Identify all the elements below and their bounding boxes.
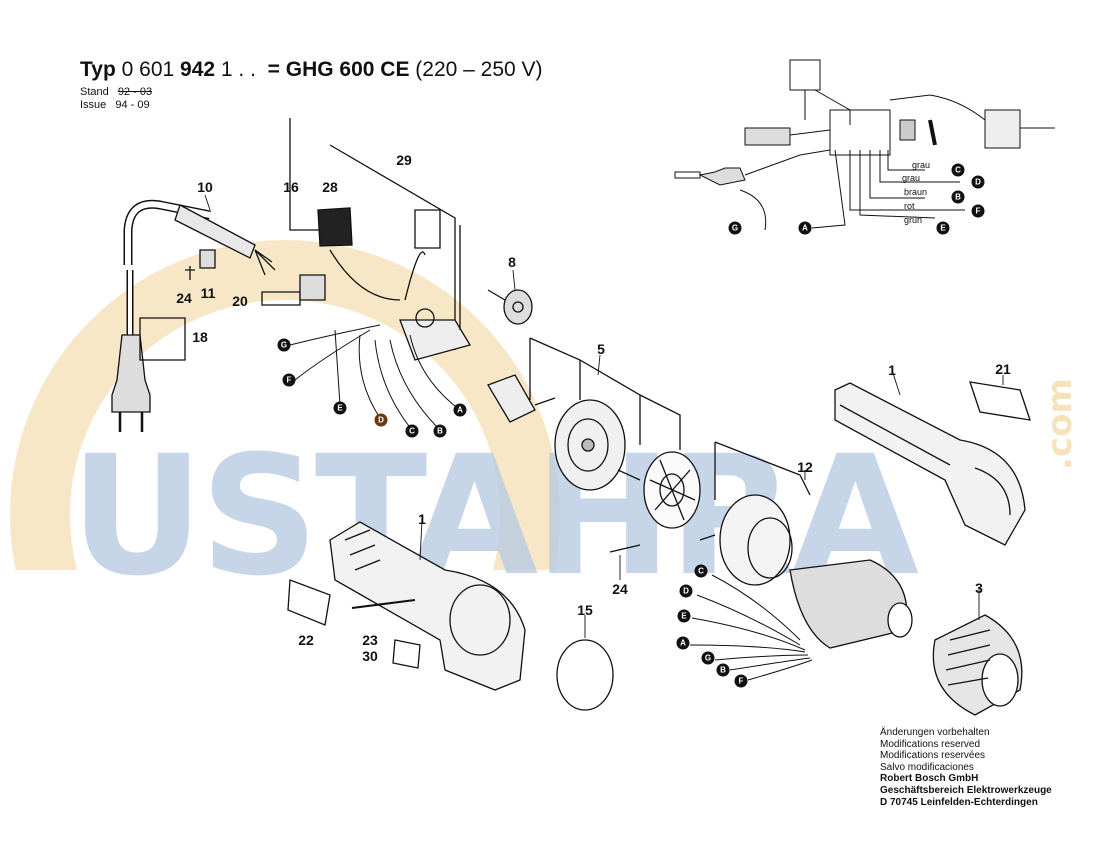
stand-label: Stand [80,86,109,98]
wire-label-gruen: grün [904,215,923,225]
nozzle-tube [789,559,913,649]
connector-c-left: C [405,424,419,438]
typ-prefix: Typ [80,58,116,81]
fan-wheel [487,289,533,325]
screw-23 [351,599,416,609]
revision-info: Stand 92 - 03 Issue 94 - 09 [80,86,152,112]
wire-label-grau-2: grau [902,173,921,183]
model-name: GHG 600 CE [285,58,410,81]
part-number-a: 0 601 [121,58,175,81]
part-label-30: 30 [362,648,378,664]
cord-clamp [185,249,216,280]
footer-line-de: Änderungen vorbehalten [880,727,990,738]
part-label-8: 8 [508,254,516,270]
part-label-11: 11 [200,285,216,301]
footer-company: Robert Bosch GmbH [880,773,979,785]
connector-b-left: B [433,424,447,438]
connector-e-top: E [936,221,950,235]
part-number-c: 1 . . [220,58,256,81]
part-label-10: 10 [197,179,213,195]
connector-f-left: F [282,373,296,387]
footer-line-es: Salvo modificaciones [880,761,974,773]
connector-a-left: A [453,403,467,417]
stand-value: 92 - 03 [117,86,153,98]
footer-line-en: Modifications reserved [880,738,981,750]
connector-b-top: B [951,190,965,204]
housing-half-right [834,382,1026,546]
part-label-15: 15 [577,602,593,618]
nozzle-cap [932,614,1023,716]
terminal-block [261,274,326,306]
connector-c-low: C [694,564,708,578]
part-label-1-right: 1 [888,362,896,378]
connector-g-top: G [728,221,742,235]
wire-label-rot: rot [904,201,915,211]
part-number-b: 942 [180,58,216,81]
connector-d-left: D [374,413,388,427]
part-label-1-left: 1 [418,511,426,527]
leader-lines [204,194,1004,638]
wire-label-grau-1: grau [912,160,931,170]
equals-sign: = [267,58,280,81]
part-label-29: 29 [396,152,412,168]
part-label-23: 23 [362,632,378,648]
connector-d-top: D [971,175,985,189]
connector-e-left: E [333,401,347,415]
part-label-20: 20 [232,293,248,309]
retaining-ring [556,639,614,711]
power-cord [123,199,276,340]
footer-line-fr: Modifications reservées [880,750,986,762]
connector-g-low: G [701,651,715,665]
part-label-18: 18 [192,329,208,345]
connector-f-low: F [734,674,748,688]
wire-label-braun: braun [904,187,928,197]
voltage-range: (220 – 250 V) [415,58,543,81]
part-label-5: 5 [597,341,605,357]
part-label-16: 16 [283,179,299,195]
heating-element-carrier [609,441,811,586]
connector-e-low: E [677,609,691,623]
issue-label: Issue [80,99,107,111]
plug [111,317,186,432]
motor [487,374,556,423]
part-label-28: 28 [322,179,338,195]
labels-22-30 [287,579,421,669]
fan-housing [554,399,641,491]
lower-wires [689,574,813,681]
connector-f-top: F [971,204,985,218]
left-wires [289,324,461,431]
part-5-bracket [529,337,681,450]
switch-assembly [289,118,471,361]
housing-half-left [329,521,526,691]
connector-a-low: A [676,636,690,650]
part-label-12: 12 [797,459,813,475]
part-label-21: 21 [995,361,1011,377]
connector-a-top: A [798,221,812,235]
page-title: Typ 0 601 942 1 . . = GHG 600 CE (220 – … [80,58,543,82]
part-label-24-top: 24 [176,290,192,306]
issue-value: 94 - 09 [115,99,150,111]
connector-c-top: C [951,163,965,177]
connector-d-low: D [679,584,693,598]
footer-address: D 70745 Leinfelden-Echterdingen [880,796,1038,808]
connector-b-low: B [716,663,730,677]
part-label-24-bottom: 24 [612,581,628,597]
circuit-schematic [674,59,1055,231]
impeller [643,451,701,529]
connector-g-left: G [277,338,291,352]
footer-notice: Änderungen vorbehalten Modifications res… [880,727,1052,808]
footer-division: Geschäftsbereich Elektrowerkzeuge [880,784,1052,796]
part-label-3: 3 [975,580,983,596]
part-label-22: 22 [298,632,314,648]
label-21 [969,381,1031,421]
